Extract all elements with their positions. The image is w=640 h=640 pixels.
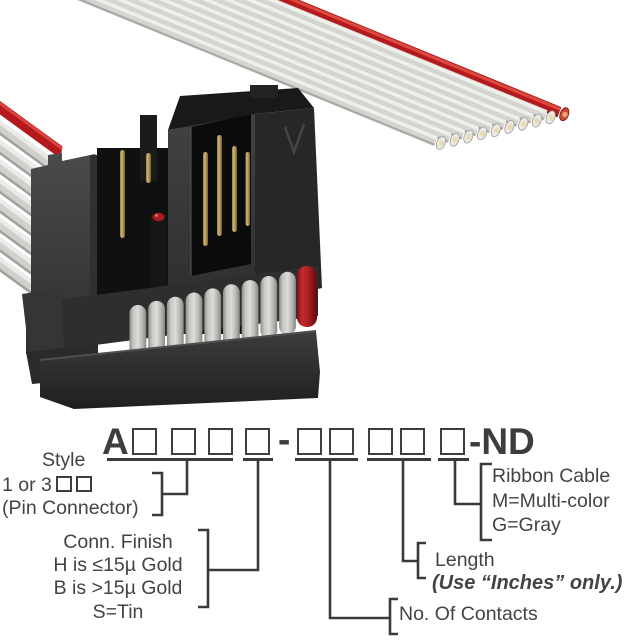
length-note: (Use “Inches” only.) bbox=[432, 572, 623, 594]
connector-base bbox=[40, 331, 320, 409]
style-option-box bbox=[75, 476, 92, 492]
pn-box bbox=[440, 428, 465, 455]
polarity-v-notch bbox=[283, 123, 306, 156]
style-options: 1 or 3 bbox=[2, 474, 92, 496]
pn-underline-group1 bbox=[107, 458, 233, 461]
style-option-text: 1 or 3 bbox=[2, 474, 52, 496]
red-wire-loop bbox=[297, 266, 317, 327]
gold-pins-cavity bbox=[203, 135, 250, 246]
pn-box bbox=[329, 428, 354, 455]
connector-body bbox=[22, 85, 322, 409]
callout-line-contacts bbox=[328, 459, 398, 636]
part-number-prefix: A bbox=[102, 421, 129, 462]
wire-loops bbox=[129, 266, 317, 368]
pn-box bbox=[132, 428, 157, 455]
shroud-top-tab bbox=[250, 85, 278, 98]
pn-underline-contacts bbox=[295, 458, 358, 461]
finish-callout: Conn. Finish H is ≤15µ Gold B is >15µ Go… bbox=[28, 531, 208, 624]
style-option-box bbox=[55, 476, 72, 492]
gold-pins-gap bbox=[120, 150, 151, 238]
shroud-top-surface bbox=[168, 88, 314, 130]
pn-box bbox=[368, 428, 393, 455]
callout-line-finish bbox=[198, 459, 260, 609]
pn-box bbox=[400, 428, 425, 455]
part-number-suffix: -ND bbox=[469, 421, 535, 462]
style-label: Style bbox=[42, 449, 86, 471]
callout-lines bbox=[152, 459, 492, 636]
pn-underline-ribbon bbox=[438, 458, 469, 461]
shroud-right-face bbox=[255, 108, 322, 303]
ribbon-title: Ribbon Cable bbox=[492, 465, 611, 487]
contacts-label: No. Of Contacts bbox=[399, 603, 538, 625]
pn-underline-length bbox=[367, 458, 431, 461]
ribbon-callout: Ribbon Cable M=Multi-color G=Gray bbox=[492, 464, 610, 538]
pn-underline-finish bbox=[243, 458, 273, 461]
pn-box bbox=[171, 428, 196, 455]
callout-line-ribbon bbox=[453, 459, 492, 542]
ribbon-multicolor: M=Multi-color bbox=[492, 489, 610, 512]
pn-box bbox=[245, 428, 270, 455]
ribbon-cable-right bbox=[0, 0, 570, 151]
red-wire-tip bbox=[152, 212, 165, 222]
part-number-dash: - bbox=[278, 419, 291, 460]
pn-box bbox=[297, 428, 322, 455]
finish-title: Conn. Finish bbox=[63, 531, 173, 553]
length-label: Length bbox=[435, 549, 495, 571]
finish-line-b: B is >15µ Gold bbox=[53, 577, 183, 600]
callout-line-length bbox=[401, 459, 426, 580]
center-post bbox=[150, 214, 167, 309]
pin-connector-note: (Pin Connector) bbox=[2, 497, 139, 519]
callout-line-style bbox=[152, 459, 189, 517]
pn-box bbox=[208, 428, 233, 455]
ribbon-gray: G=Gray bbox=[492, 514, 561, 537]
finish-line-s: S=Tin bbox=[92, 600, 144, 623]
finish-line-h: H is ≤15µ Gold bbox=[53, 554, 183, 577]
connector-key-tab bbox=[140, 115, 157, 181]
ribbon-cable-left bbox=[0, 94, 64, 329]
